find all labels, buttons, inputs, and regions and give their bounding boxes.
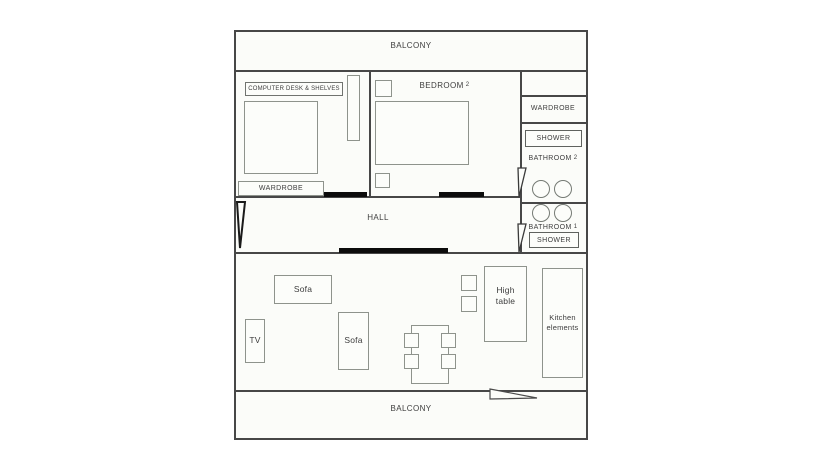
bathroom1-label-text: BATHROOM: [528, 223, 572, 231]
wall-balcony-bottom: [236, 390, 586, 392]
apartment-floor-plan: BALCONY BALCONY HALL BEDROOM 2 BATHROOM …: [234, 30, 588, 440]
entrance-door-swing: [236, 201, 247, 249]
kitchen-elements-label: Kitchen elements: [546, 313, 579, 332]
balcony-top-label-text: BALCONY: [390, 40, 432, 50]
computer-desk-label: COMPUTER DESK & SHELVES: [248, 86, 340, 92]
wall-hall-living: [236, 252, 586, 254]
wall-bedrooms-hall: [236, 196, 522, 198]
wall-balcony-top: [236, 70, 586, 72]
balcony-bottom-label: BALCONY: [236, 401, 586, 415]
high-table-chair-bottom: [461, 296, 477, 312]
nightstand-bottom: [375, 173, 390, 188]
dining-chair-bottom-left: [404, 354, 419, 369]
wardrobe-hall-label-text: WARDROBE: [530, 105, 576, 112]
dining-chair-top-left: [404, 333, 419, 348]
bathroom1-label-number: 1: [573, 224, 578, 230]
bathroom2-label-text: BATHROOM: [528, 154, 572, 162]
sink-bathroom1-left: [532, 204, 550, 222]
high-table-label: High table: [495, 285, 516, 307]
bed-bedroom2: [375, 101, 469, 165]
dining-chair-bottom-right: [441, 354, 456, 369]
shelves-unit: [347, 75, 360, 141]
sink-bathroom1-right: [554, 204, 572, 222]
hall-label: HALL: [236, 210, 520, 224]
sofa-small-label: Sofa: [344, 335, 363, 346]
sink-bathroom2-left: [532, 180, 550, 198]
bathroom1-label: BATHROOM 1: [520, 221, 586, 233]
wall-right-column: [520, 70, 522, 254]
shower-bathroom2: SHOWER: [525, 130, 582, 147]
wardrobe-bedroom1: WARDROBE: [238, 181, 324, 196]
shower-bathroom1: SHOWER: [529, 232, 579, 248]
bedroom2-label: BEDROOM 2: [369, 78, 520, 92]
wall-bedroom1-bedroom2: [369, 70, 371, 198]
door-opening-living-room: [339, 248, 448, 253]
bed-bedroom1: [244, 101, 318, 174]
sink-bathroom2-right: [554, 180, 572, 198]
high-table-chair-top: [461, 275, 477, 291]
wall-wardrobe-bathroom2: [520, 122, 586, 124]
high-table: High table: [484, 266, 527, 342]
tv-label: TV: [249, 335, 261, 346]
hall-label-text: HALL: [367, 212, 389, 222]
wall-wardrobe-top: [520, 95, 586, 97]
nightstand-top: [375, 80, 392, 97]
bathroom2-label: BATHROOM 2: [520, 152, 586, 164]
shower-bathroom1-label: SHOWER: [537, 236, 571, 244]
wardrobe-bedroom1-label: WARDROBE: [258, 184, 304, 192]
dining-chair-top-right: [441, 333, 456, 348]
wall-bathroom2-bathroom1: [520, 202, 586, 204]
sofa-large-label: Sofa: [293, 283, 313, 294]
door-opening-bedroom2: [439, 192, 484, 197]
bedroom2-label-number: 2: [465, 82, 470, 88]
computer-desk-shelves: COMPUTER DESK & SHELVES: [245, 82, 343, 96]
sofa-large: Sofa: [274, 275, 332, 304]
kitchen-elements: Kitchen elements: [542, 268, 583, 378]
bathroom2-label-number: 2: [573, 155, 578, 161]
tv: TV: [245, 319, 265, 363]
sofa-small: Sofa: [338, 312, 369, 370]
door-opening-bedroom1: [324, 192, 367, 197]
wardrobe-hall-label: WARDROBE: [520, 95, 586, 122]
shower-bathroom2-label: SHOWER: [536, 135, 571, 142]
balcony-top-label: BALCONY: [236, 38, 586, 52]
balcony-bottom-label-text: BALCONY: [390, 403, 432, 413]
bedroom2-label-text: BEDROOM: [419, 80, 464, 90]
